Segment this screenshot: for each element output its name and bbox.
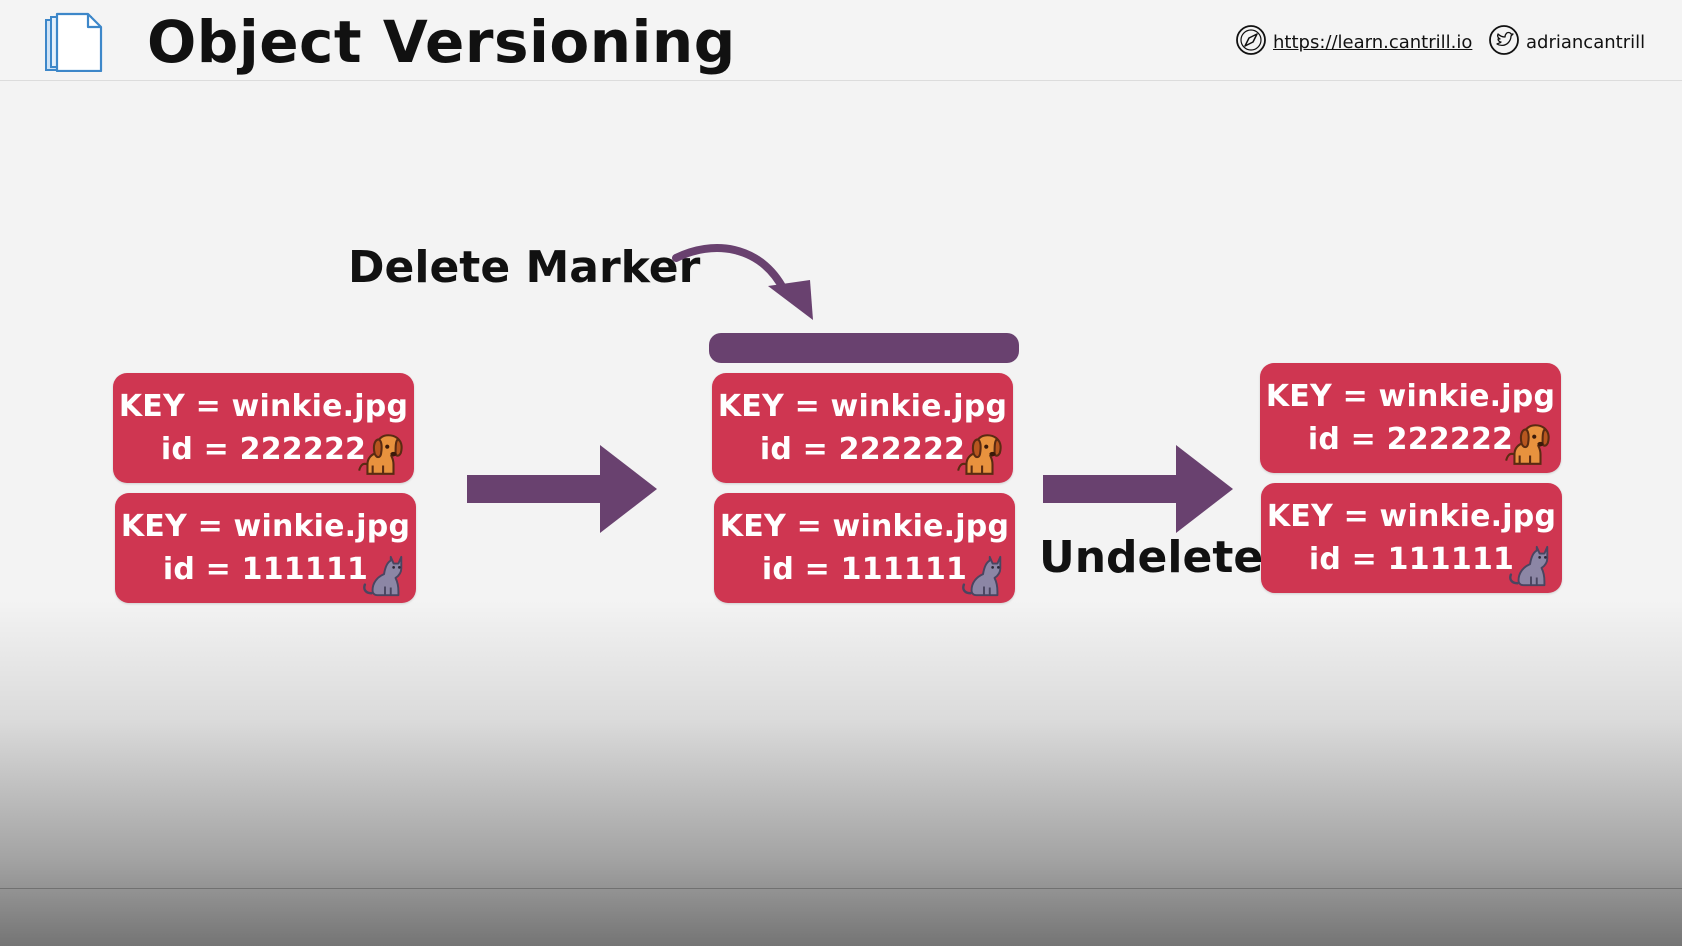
object-version-id: id = 111111 — [761, 552, 968, 587]
object-version-id: id = 222222 — [160, 432, 367, 467]
cat-icon — [362, 553, 408, 599]
cat-icon — [961, 553, 1007, 599]
dog-icon — [356, 429, 406, 479]
object-version-id: id = 111111 — [162, 552, 369, 587]
object-version-card: KEY = winkie.jpg id = 111111 — [1261, 483, 1562, 593]
delete-marker-bar — [709, 333, 1019, 363]
undelete-label: Undelete — [1039, 532, 1264, 583]
right-arrow-icon — [1043, 445, 1233, 533]
object-key: KEY = winkie.jpg — [118, 389, 409, 424]
divider-line — [0, 888, 1682, 889]
object-version-id: id = 111111 — [1308, 542, 1515, 577]
curved-arrow-icon — [672, 244, 813, 320]
object-version-id: id = 222222 — [1307, 422, 1514, 457]
page-title: Object Versioning — [147, 8, 736, 76]
twitter-handle[interactable]: adriancantrill — [1526, 31, 1646, 53]
cat-icon — [1508, 543, 1554, 589]
compass-icon — [1235, 24, 1267, 60]
object-key: KEY = winkie.jpg — [120, 509, 411, 544]
twitter-link-group[interactable]: adriancantrill — [1488, 24, 1645, 60]
object-version-card: KEY = winkie.jpg id = 111111 — [714, 493, 1015, 603]
right-arrow-icon — [467, 445, 657, 533]
website-link[interactable]: https://learn.cantrill.io — [1273, 31, 1473, 53]
object-version-id: id = 222222 — [759, 432, 966, 467]
bottom-shade — [0, 600, 1682, 946]
delete-marker-label: Delete Marker — [348, 242, 701, 293]
header-bar: Object Versioning https://learn.cantrill… — [0, 0, 1682, 81]
object-key: KEY = winkie.jpg — [717, 389, 1008, 424]
object-key: KEY = winkie.jpg — [1266, 499, 1557, 534]
object-version-card: KEY = winkie.jpg id = 222222 — [1260, 363, 1561, 473]
dog-icon — [1503, 419, 1553, 469]
object-version-card: KEY = winkie.jpg id = 111111 — [115, 493, 416, 603]
dog-icon — [955, 429, 1005, 479]
object-key: KEY = winkie.jpg — [719, 509, 1010, 544]
object-key: KEY = winkie.jpg — [1265, 379, 1556, 414]
website-link-group[interactable]: https://learn.cantrill.io — [1235, 24, 1472, 60]
object-version-card: KEY = winkie.jpg id = 222222 — [113, 373, 414, 483]
twitter-icon — [1488, 24, 1520, 60]
document-icon — [44, 12, 104, 76]
object-version-card: KEY = winkie.jpg id = 222222 — [712, 373, 1013, 483]
